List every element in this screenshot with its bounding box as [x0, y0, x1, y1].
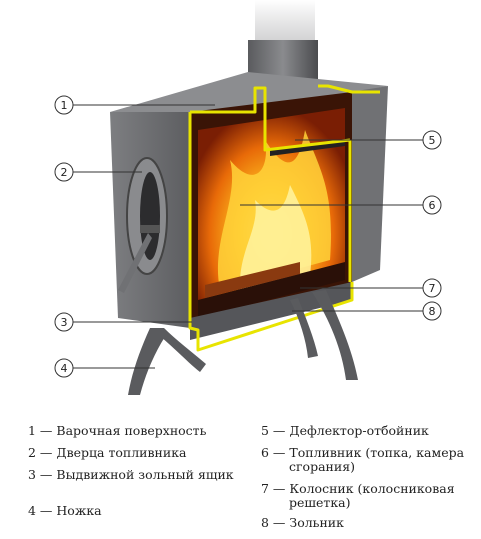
callout-4: 4 — [54, 358, 74, 378]
legend-number: 1 — [28, 423, 36, 438]
legend-label: Дверца топливника — [56, 445, 187, 460]
legend-number: 5 — [261, 423, 269, 438]
legend-item-7: 7 — Колосник (колосниковая решетка) — [261, 482, 481, 510]
callout-2-number: 2 — [61, 166, 68, 179]
legend-separator: — — [268, 445, 290, 460]
callout-4-number: 4 — [61, 362, 68, 375]
stove-cutaway-diagram: 1 2 3 4 5 6 7 8 — [54, 0, 442, 395]
callout-5-number: 5 — [429, 134, 436, 147]
legend-label: Ножка — [56, 503, 102, 518]
legend-number: 7 — [261, 481, 269, 496]
legend-item-2: 2 — Дверца топливника — [28, 446, 238, 460]
legend-separator: — — [35, 503, 57, 518]
firebox-door — [118, 157, 168, 293]
callout-1-number: 1 — [61, 99, 68, 112]
callouts — [72, 104, 423, 369]
callout-6: 6 — [422, 195, 442, 215]
callout-3-number: 3 — [61, 316, 68, 329]
legend-number: 3 — [28, 467, 36, 482]
callout-8-number: 8 — [429, 305, 436, 318]
legend-number: 2 — [28, 445, 36, 460]
legend-number: 8 — [261, 515, 269, 530]
callout-7-number: 7 — [429, 282, 436, 295]
callout-3: 3 — [54, 312, 74, 332]
callout-1: 1 — [54, 95, 74, 115]
legend-item-5: 5 — Дефлектор-отбойник — [261, 424, 476, 438]
legend-number: 6 — [261, 445, 269, 460]
legend-label: Варочная поверхность — [56, 423, 207, 438]
legend-label: Дефлектор-отбойник — [289, 423, 429, 438]
legend-label: Топливник (топка, камера сгорания) — [289, 445, 465, 474]
stove-body — [110, 72, 388, 340]
legend-separator: — — [268, 515, 290, 530]
legend-separator: — — [35, 423, 57, 438]
legend-label: Колосник (колосниковая решетка) — [289, 481, 455, 510]
callout-2: 2 — [54, 162, 74, 182]
callout-6-number: 6 — [429, 199, 436, 212]
callout-7: 7 — [422, 278, 442, 298]
legend-separator: — — [35, 467, 57, 482]
legend-separator: — — [35, 445, 57, 460]
legend-number: 4 — [28, 503, 36, 518]
legend-item-8: 8 — Зольник — [261, 516, 476, 530]
legend-separator: — — [268, 481, 290, 496]
legend-label: Выдвижной зольный ящик — [56, 467, 234, 482]
legend-item-3: 3 — Выдвижной зольный ящик — [28, 468, 236, 482]
legend-separator: — — [268, 423, 290, 438]
cutaway-outline — [188, 84, 380, 352]
legend: 1 — Варочная поверхность 2 — Дверца топл… — [0, 424, 481, 534]
stove-legs — [128, 290, 358, 395]
callout-8: 8 — [422, 301, 442, 321]
legend-item-1: 1 — Варочная поверхность — [28, 424, 238, 438]
callout-5: 5 — [422, 130, 442, 150]
legend-label: Зольник — [289, 515, 344, 530]
legend-item-6: 6 — Топливник (топка, камера сгорания) — [261, 446, 481, 474]
legend-item-4: 4 — Ножка — [28, 504, 238, 518]
